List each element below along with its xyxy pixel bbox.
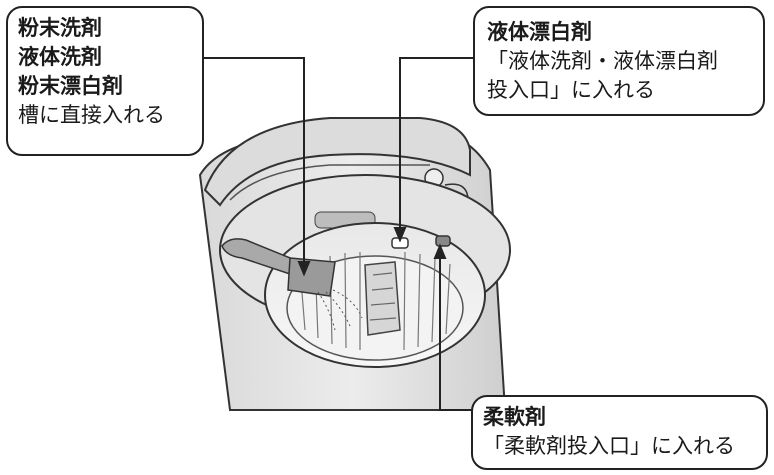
leader-lines	[204, 57, 473, 411]
label-softener-instruction: 「柔軟剤投入口」に入れる	[483, 434, 735, 458]
callout-liquid-bleach: 液体漂白剤 「液体洗剤・液体漂白剤 投入口」に入れる	[473, 6, 765, 116]
label-liquid-bleach-instruction-1: 「液体洗剤・液体漂白剤	[487, 49, 718, 73]
callout-powder-liquid-detergent: 粉末洗剤 液体洗剤 粉末漂白剤 槽に直接入れる	[6, 6, 204, 156]
label-powder-bleach: 粉末漂白剤	[18, 74, 123, 98]
label-liquid-bleach-instruction-2: 投入口」に入れる	[487, 78, 655, 102]
label-direct-into-tub: 槽に直接入れる	[18, 103, 165, 127]
label-liquid-detergent: 液体洗剤	[18, 45, 102, 69]
detergent-scoop-icon	[221, 238, 363, 331]
label-powder-detergent: 粉末洗剤	[18, 16, 102, 40]
label-liquid-bleach: 液体漂白剤	[487, 20, 592, 44]
label-softener: 柔軟剤	[483, 405, 546, 429]
drum	[264, 222, 486, 368]
callout-softener: 柔軟剤 「柔軟剤投入口」に入れる	[471, 395, 768, 470]
